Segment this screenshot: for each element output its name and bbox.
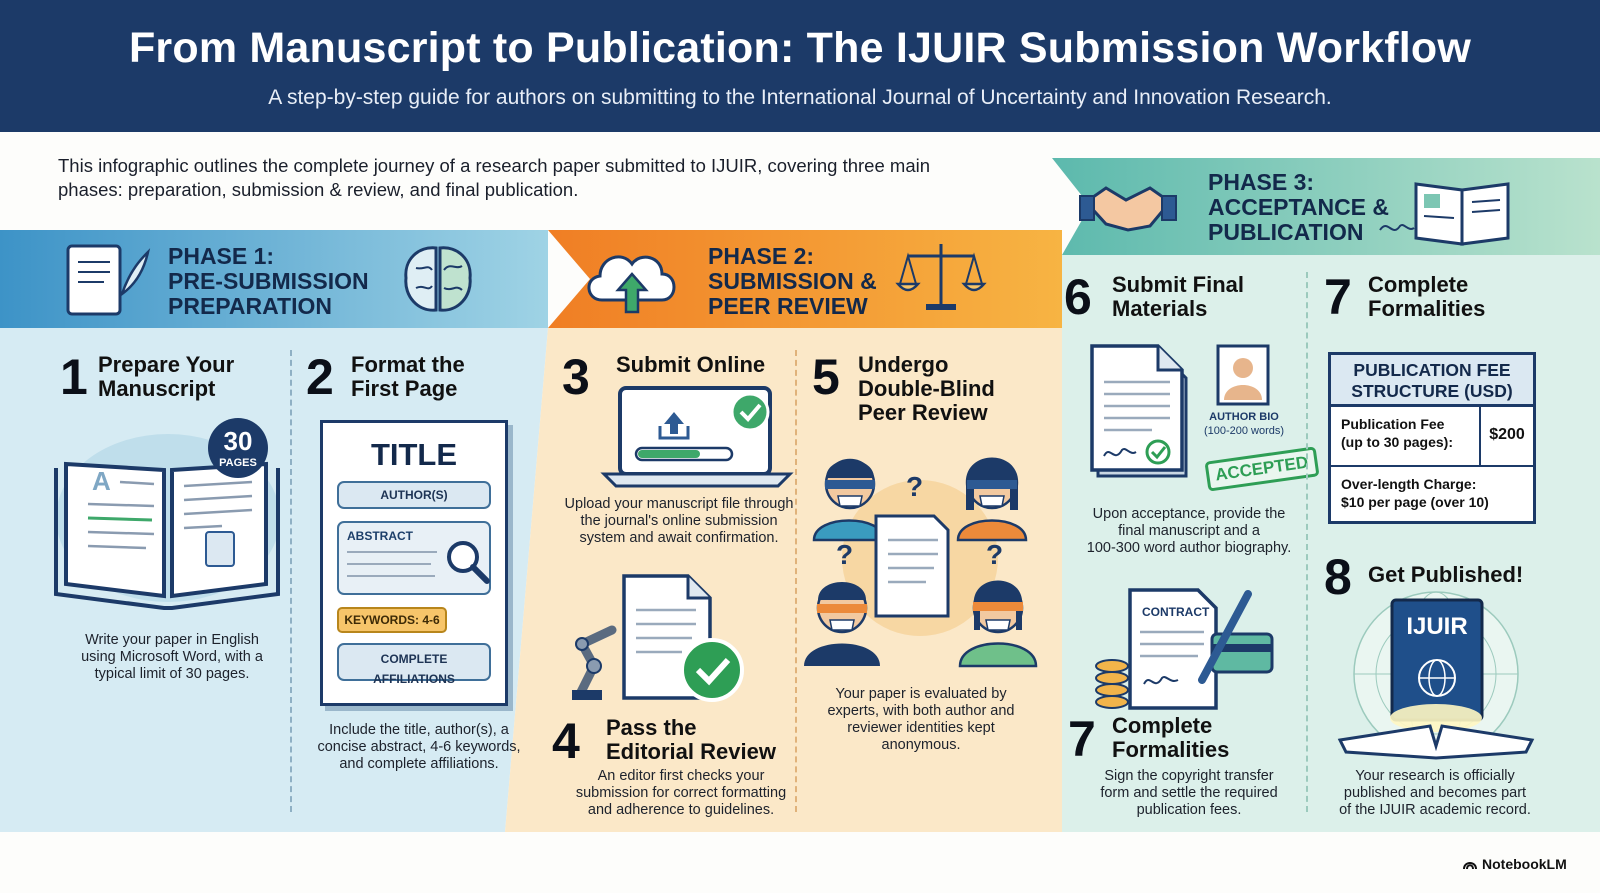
header-bar	[0, 0, 1600, 132]
scroll-quill-icon	[66, 244, 151, 316]
step4-title: Pass the Editorial Review	[606, 715, 776, 764]
phase1-title-line2: PREPARATION	[168, 293, 332, 319]
page-count-badge: 30 PAGES	[208, 418, 268, 478]
phase2-label: PHASE 2:	[708, 243, 815, 269]
fee-table-header: PUBLICATION FEE STRUCTURE (USD)	[1331, 355, 1533, 407]
step5-description: Your paper is evaluated by experts, with…	[827, 686, 1015, 753]
badge-label: PAGES	[219, 457, 257, 469]
step5-number: 5	[812, 349, 840, 405]
published-journal-icon: IJUIR	[1337, 591, 1535, 760]
phase2-title-line1: SUBMISSION &	[708, 268, 877, 294]
svg-text:?: ?	[836, 539, 853, 570]
contract-payment-icon: CONTRACT	[1095, 588, 1274, 710]
step2-description: Include the title, author(s), a concise …	[317, 722, 521, 772]
open-book-signature-icon	[1379, 182, 1510, 246]
step7a-title: Complete Formalities	[1368, 272, 1486, 321]
fee-table: PUBLICATION FEE STRUCTURE (USD) Publicat…	[1328, 352, 1536, 524]
doc-title: TITLE	[370, 437, 458, 472]
author-photo-icon	[1216, 344, 1270, 406]
author-bio-caption: AUTHOR BIO (100-200 words)	[1202, 410, 1286, 438]
book-letter: A	[92, 466, 111, 496]
step2-number: 2	[306, 349, 334, 405]
phase1-label: PHASE 1:	[168, 243, 275, 269]
laptop-upload-icon	[600, 386, 794, 488]
step1-title: Prepare Your Manuscript	[98, 352, 235, 401]
step4-description: An editor first checks your submission f…	[575, 768, 787, 818]
page-title: From Manuscript to Publication: The IJUI…	[128, 24, 1472, 72]
open-book-icon: A	[54, 434, 280, 610]
handshake-icon	[1079, 186, 1177, 232]
step1-description: Write your paper in English using Micros…	[81, 632, 263, 682]
authors-field: AUTHOR(S)	[337, 481, 491, 509]
fee-row-label: Publication Fee (up to 30 pages):	[1341, 416, 1454, 450]
phase3-title-line2: PUBLICATION	[1208, 219, 1364, 245]
phase3-header: PHASE 3: ACCEPTANCE & PUBLICATION	[1208, 170, 1389, 245]
phase3-divider	[1306, 272, 1308, 812]
phase1-title-line1: PRE-SUBMISSION	[168, 268, 369, 294]
step7b-number: 7	[1068, 711, 1096, 767]
step6-number: 6	[1064, 269, 1092, 325]
keywords-tag: KEYWORDS: 4-6	[337, 607, 447, 633]
step8-description: Your research is officially published an…	[1339, 768, 1531, 818]
step4-number: 4	[552, 713, 580, 769]
phase3-title-line1: ACCEPTANCE &	[1208, 194, 1390, 220]
cloud-upload-icon	[587, 255, 676, 314]
double-blind-review-icon: ? ? ?	[804, 457, 1038, 668]
author-bio-words: (100-200 words)	[1203, 425, 1285, 437]
step6-description: Upon acceptance, provide the final manus…	[1086, 506, 1292, 556]
phase1-header: PHASE 1: PRE-SUBMISSION PREPARATION	[168, 244, 369, 319]
magnifier-icon	[447, 541, 490, 584]
fee-row-overlength: Over-length Charge: $10 per page (over 1…	[1341, 476, 1489, 510]
step5-title: Undergo Double-Blind Peer Review	[858, 352, 995, 425]
notebooklm-logo-icon	[1463, 862, 1477, 870]
page-subtitle: A step-by-step guide for authors on subm…	[268, 86, 1332, 109]
contract-label: CONTRACT	[1142, 605, 1210, 619]
step7a-number: 7	[1324, 269, 1352, 325]
badge-number: 30	[224, 426, 253, 456]
step6-title: Submit Final Materials	[1112, 272, 1244, 321]
phase1-divider	[290, 350, 292, 812]
intro-text: This infographic outlines the complete j…	[58, 155, 931, 200]
svg-text:?: ?	[906, 471, 923, 502]
step3-description: Upload your manuscript file through the …	[564, 496, 794, 546]
scales-icon	[895, 244, 987, 310]
abstract-label: ABSTRACT	[347, 529, 413, 543]
brain-icon	[404, 246, 472, 312]
journal-label: IJUIR	[1406, 613, 1467, 640]
fee-row-value: $200	[1479, 407, 1533, 465]
abstract-block: ABSTRACT	[337, 521, 491, 595]
first-page-document: TITLE AUTHOR(S) ABSTRACT KEYWORDS: 4-6 C…	[320, 420, 508, 706]
step2-title: Format the First Page	[351, 352, 465, 401]
step3-number: 3	[562, 349, 590, 405]
phase2-divider	[795, 350, 797, 812]
notebooklm-label: NotebookLM	[1482, 856, 1567, 872]
step8-number: 8	[1324, 549, 1352, 605]
step7b-description: Sign the copyright transfer form and set…	[1100, 768, 1278, 818]
step8-title: Get Published!	[1368, 562, 1524, 587]
phase3-label: PHASE 3:	[1208, 169, 1315, 195]
fee-row-publication: Publication Fee (up to 30 pages): $200	[1331, 407, 1533, 467]
author-bio-label: AUTHOR BIO	[1209, 411, 1279, 423]
step7b-title: Complete Formalities	[1112, 713, 1230, 762]
step1-number: 1	[60, 349, 88, 405]
final-manuscript-icon	[1090, 344, 1188, 478]
phase2-header: PHASE 2: SUBMISSION & PEER REVIEW	[708, 244, 877, 319]
phase1-band	[0, 230, 548, 328]
step3-title: Submit Online	[616, 352, 766, 377]
affiliations-field: COMPLETE AFFILIATIONS	[337, 643, 491, 686]
svg-text:?: ?	[986, 539, 1003, 570]
robot-arm-document-icon	[572, 574, 744, 702]
notebooklm-brand: NotebookLM	[1462, 856, 1567, 872]
phase2-title-line2: PEER REVIEW	[708, 293, 868, 319]
